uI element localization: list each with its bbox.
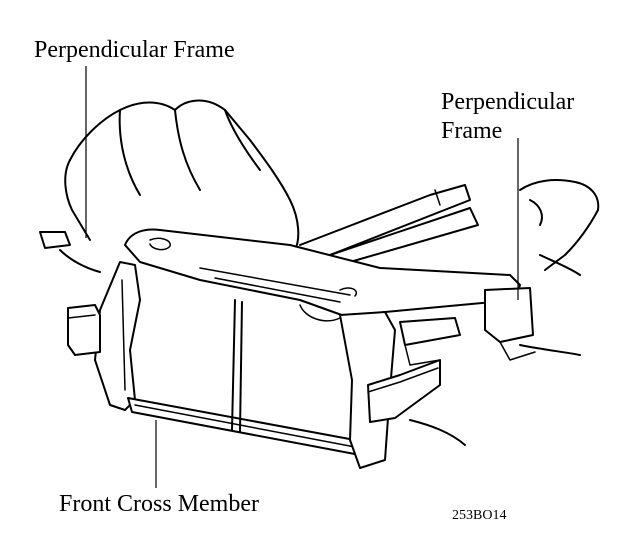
label-perpendicular-frame-left: Perpendicular Frame [34,37,235,63]
right-upright [339,287,536,469]
top-cross-bar [124,228,521,322]
rear-rails [299,184,479,263]
right-hand-outline [409,179,600,446]
label-front-cross-member: Front Cross Member [59,491,259,517]
bottom-cross-member [127,299,361,456]
label-perpendicular-frame-right: Perpendicular Frame [441,88,574,146]
label-perpendicular-frame-right-line2: Frame [441,118,503,144]
left-hand-outline [39,99,300,273]
left-upright [67,261,141,411]
figure-code: 253BO14 [452,508,507,523]
label-perpendicular-frame-right-line1: Perpendicular [441,89,575,115]
